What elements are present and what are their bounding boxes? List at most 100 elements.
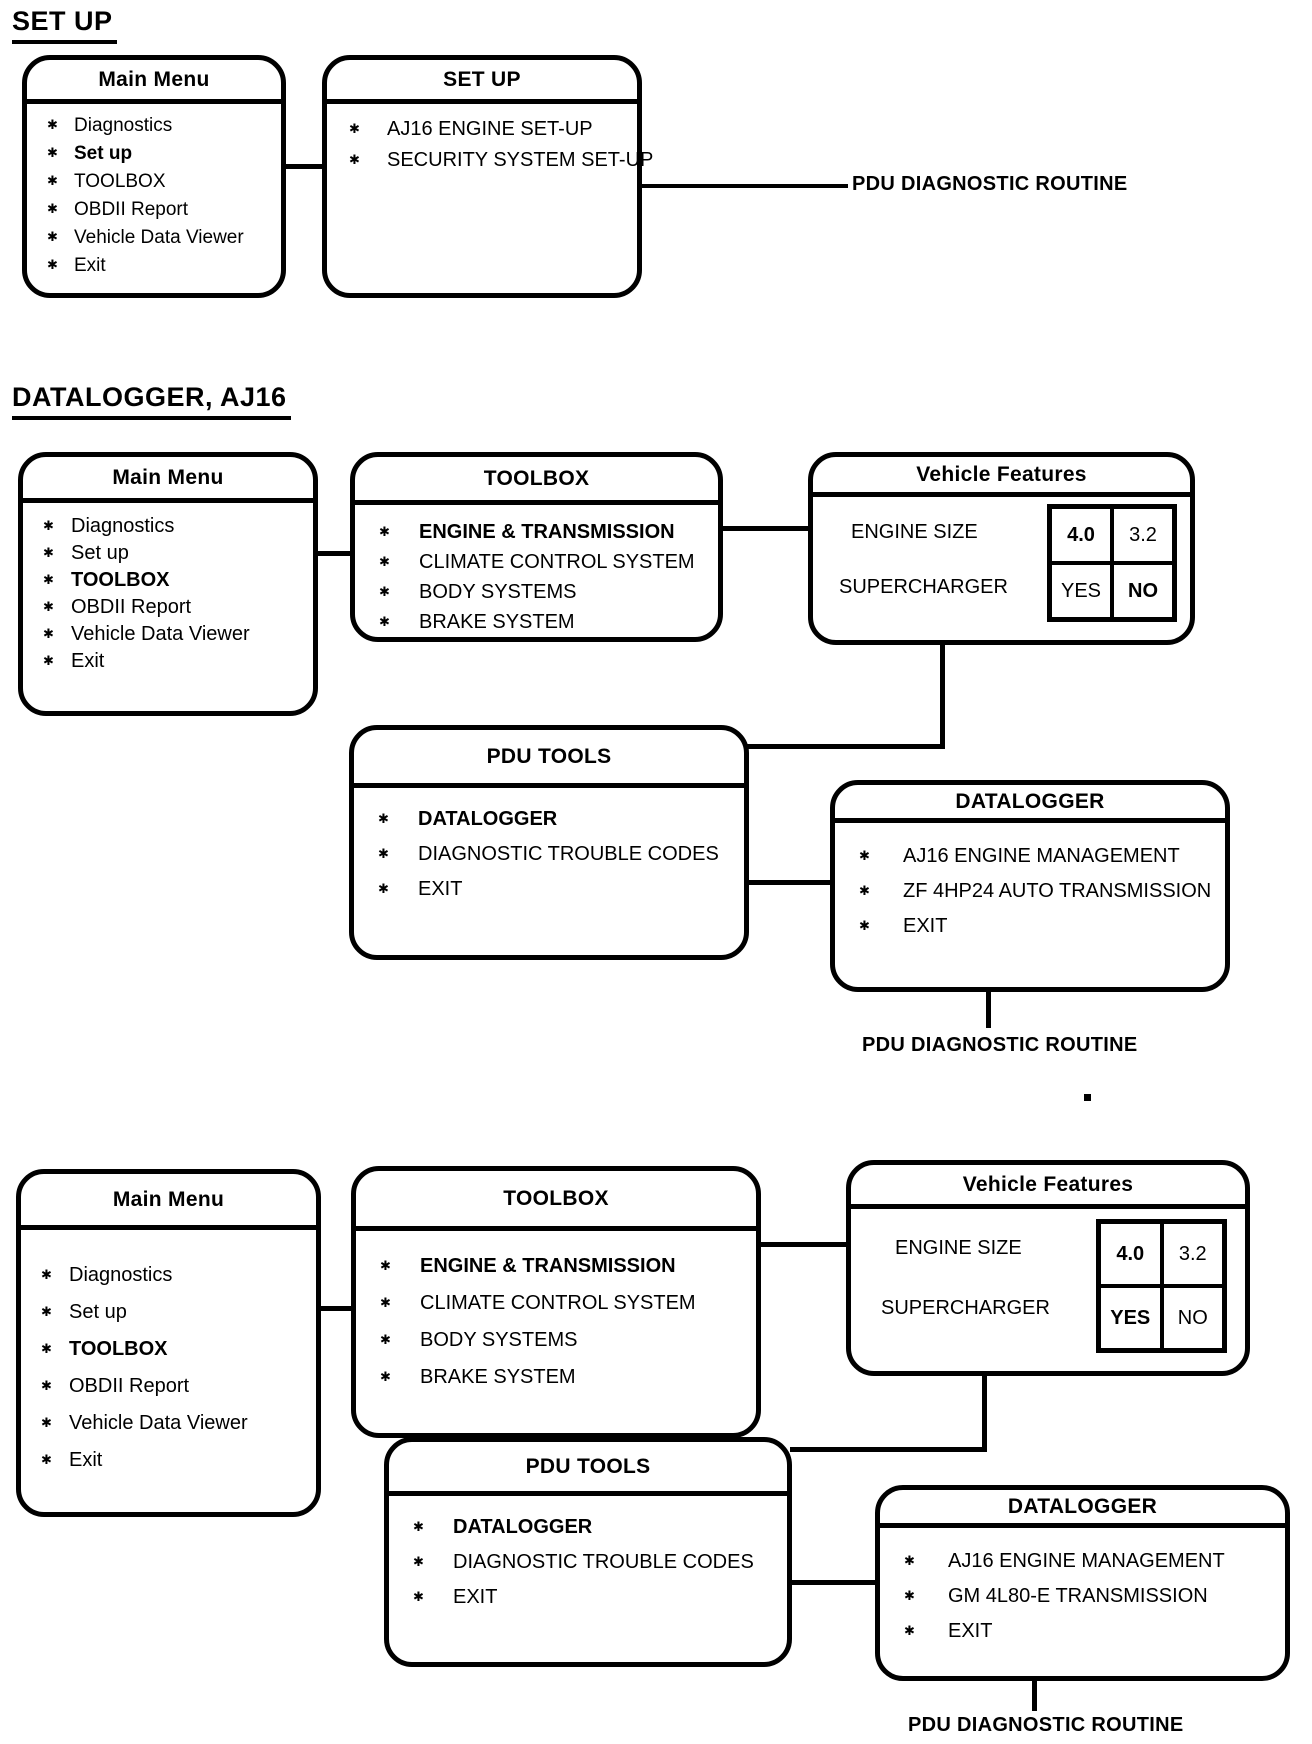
menu-item: ✱Exit: [47, 254, 277, 278]
connector-line: [986, 990, 991, 1028]
menu-item-label: BRAKE SYSTEM: [419, 611, 575, 633]
menu-item-label: TOOLBOX: [69, 1338, 168, 1360]
menu-item: ✱BRAKE SYSTEM: [379, 611, 714, 635]
box-title: Main Menu: [27, 60, 281, 104]
menu-item-label: Vehicle Data Viewer: [74, 227, 244, 248]
asterisk-bullet-icon: ✱: [47, 201, 58, 216]
box-title: DATALOGGER: [880, 1490, 1285, 1528]
connector-line: [747, 744, 945, 749]
asterisk-bullet-icon: ✱: [379, 554, 390, 569]
asterisk-bullet-icon: ✱: [41, 1415, 52, 1430]
menu-item: ✱CLIMATE CONTROL SYSTEM: [380, 1292, 752, 1316]
menu-item: ✱DATALOGGER: [413, 1516, 783, 1540]
menu-item: ✱TOOLBOX: [43, 569, 309, 593]
menu-item-label: DIAGNOSTIC TROUBLE CODES: [453, 1551, 754, 1573]
asterisk-bullet-icon: ✱: [859, 918, 870, 933]
menu-item: ✱ZF 4HP24 AUTO TRANSMISSION: [859, 880, 1221, 904]
asterisk-bullet-icon: ✱: [904, 1588, 915, 1603]
menu-item: ✱TOOLBOX: [47, 170, 277, 194]
menu-item: ✱Diagnostics: [43, 515, 309, 539]
menu-item: ✱Vehicle Data Viewer: [47, 226, 277, 250]
menu-item-label: AJ16 ENGINE MANAGEMENT: [948, 1550, 1225, 1572]
toolbox-box: TOOLBOX ✱ENGINE & TRANSMISSION ✱CLIMATE …: [351, 1166, 761, 1438]
section-heading-set-up: SET UP: [12, 6, 117, 44]
asterisk-bullet-icon: ✱: [378, 881, 389, 896]
menu-item-label: SECURITY SYSTEM SET-UP: [387, 149, 654, 171]
pdu-tools-box: PDU TOOLS ✱DATALOGGER ✱DIAGNOSTIC TROUBL…: [349, 725, 749, 960]
asterisk-bullet-icon: ✱: [43, 599, 54, 614]
menu-item: ✱EXIT: [413, 1586, 783, 1610]
menu-item: ✱OBDII Report: [47, 198, 277, 222]
menu-item: ✱ Vehicle Data Viewer: [41, 1412, 312, 1436]
menu-item-label: DATALOGGER: [453, 1516, 593, 1538]
asterisk-bullet-icon: ✱: [413, 1554, 424, 1569]
box-title: Vehicle Features: [813, 457, 1190, 497]
menu-item-label: Exit: [74, 255, 106, 276]
menu-item: ✱ BODY SYSTEMS: [380, 1329, 752, 1353]
menu-item: ✱ ENGINE & TRANSMISSION: [380, 1255, 752, 1279]
vehicle-features-box: Vehicle Features ENGINE SIZE SUPERCHARGE…: [808, 452, 1195, 645]
asterisk-bullet-icon: ✱: [378, 846, 389, 861]
asterisk-bullet-icon: ✱: [904, 1623, 915, 1638]
menu-item-label: CLIMATE CONTROL SYSTEM: [420, 1292, 696, 1314]
menu-item-label: EXIT: [903, 915, 948, 937]
menu-item-label: Vehicle Data Viewer: [71, 623, 250, 645]
connector-line: [316, 551, 352, 556]
connector-line: [721, 526, 810, 531]
menu-item: ✱EXIT: [378, 878, 740, 902]
main-menu-box: Main Menu ✱Diagnostics ✱Set up ✱TOOLBOX …: [18, 452, 318, 716]
stray-dot: [1084, 1094, 1091, 1101]
asterisk-bullet-icon: ✱: [41, 1304, 52, 1319]
pdu-diagnostic-routine-label: PDU DIAGNOSTIC ROUTINE: [852, 173, 1128, 195]
connector-line: [759, 1242, 848, 1247]
connector-line: [640, 184, 848, 188]
asterisk-bullet-icon: ✱: [41, 1378, 52, 1393]
menu-item-label: ENGINE & TRANSMISSION: [420, 1255, 676, 1277]
engine-size-option-40: 4.0: [1099, 1222, 1162, 1286]
menu-item-label: EXIT: [948, 1620, 993, 1642]
supercharger-option-no: NO: [1112, 563, 1174, 619]
menu-item: ✱Set up: [47, 142, 277, 166]
menu-item-label: BODY SYSTEMS: [419, 581, 577, 603]
menu-item: ✱ OBDII Report: [41, 1375, 312, 1399]
engine-size-label: ENGINE SIZE: [895, 1237, 1022, 1259]
engine-size-option-40: 4.0: [1050, 507, 1112, 563]
menu-item-label: Vehicle Data Viewer: [69, 1412, 248, 1434]
menu-item: ✱Diagnostics: [47, 114, 277, 138]
menu-item: ✱ OBDII Report: [43, 596, 309, 620]
menu-item: ✱TOOLBOX: [41, 1338, 312, 1362]
menu-item-label: Diagnostics: [69, 1264, 173, 1286]
box-title: PDU TOOLS: [354, 730, 744, 788]
menu-item-label: ZF 4HP24 AUTO TRANSMISSION: [903, 880, 1212, 902]
asterisk-bullet-icon: ✱: [349, 152, 360, 167]
menu-item: ✱CLIMATE CONTROL SYSTEM: [379, 551, 714, 575]
asterisk-bullet-icon: ✱: [380, 1332, 391, 1347]
menu-item: ✱ SECURITY SYSTEM SET-UP: [349, 149, 653, 173]
menu-item-label: AJ16 ENGINE MANAGEMENT: [903, 845, 1180, 867]
menu-item: ✱Vehicle Data Viewer: [43, 623, 309, 647]
engine-size-label: ENGINE SIZE: [851, 521, 978, 543]
menu-item: ✱BODY SYSTEMS: [379, 581, 714, 605]
section-heading-datalogger-aj16: DATALOGGER, AJ16: [12, 382, 291, 420]
asterisk-bullet-icon: ✱: [380, 1258, 391, 1273]
menu-item: ✱GM 4L80-E TRANSMISSION: [904, 1585, 1281, 1609]
connector-line: [319, 1306, 353, 1311]
menu-item-label: TOOLBOX: [71, 569, 170, 591]
menu-item-label: OBDII Report: [69, 1375, 190, 1397]
asterisk-bullet-icon: ✱: [43, 518, 54, 533]
menu-item-label: Set up: [74, 143, 133, 164]
menu-item: ✱AJ16 ENGINE SET-UP: [349, 118, 633, 142]
menu-item: ✱Set up: [41, 1301, 312, 1325]
engine-size-option-32: 3.2: [1112, 507, 1174, 563]
pdu-diagnostic-routine-label: PDU DIAGNOSTIC ROUTINE: [908, 1714, 1184, 1736]
connector-line: [747, 880, 832, 885]
asterisk-bullet-icon: ✱: [413, 1589, 424, 1604]
menu-item-label: Set up: [71, 542, 129, 564]
menu-item-label: OBDII Report: [71, 596, 192, 618]
box-title: DATALOGGER: [835, 785, 1225, 823]
box-title: PDU TOOLS: [389, 1442, 787, 1496]
menu-item-label: BRAKE SYSTEM: [420, 1366, 576, 1388]
menu-item-label: BODY SYSTEMS: [420, 1329, 578, 1351]
connector-line: [940, 643, 945, 749]
menu-item: ✱ENGINE & TRANSMISSION: [379, 521, 714, 545]
